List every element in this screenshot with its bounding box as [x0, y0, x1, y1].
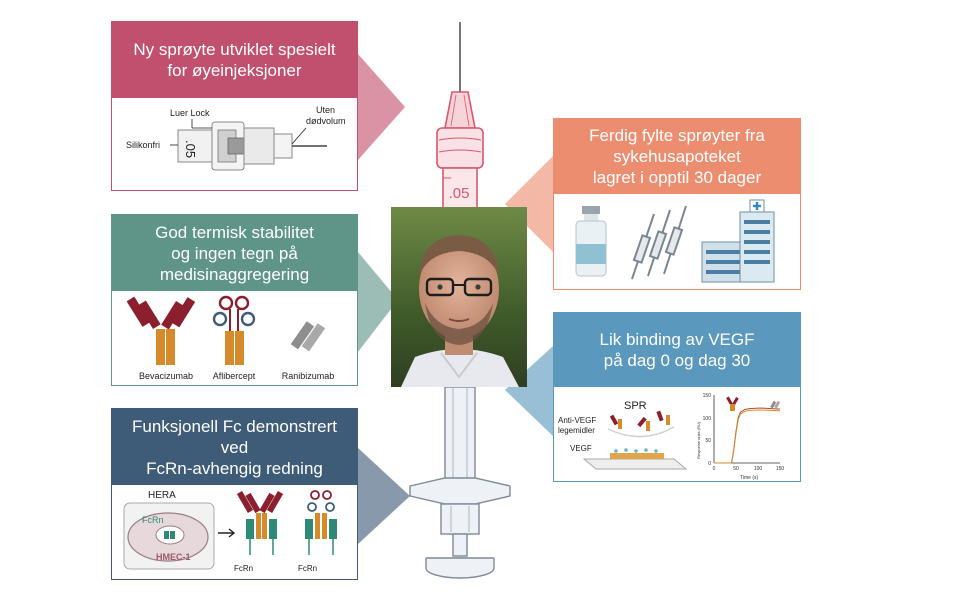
panel-title-line: Lik binding av VEGF [599, 330, 755, 349]
panel-title-line: for øyeinjeksjoner [167, 61, 302, 80]
drug-label: Bevacizumab [139, 371, 193, 381]
x-tick-label: 150 [776, 466, 785, 472]
hera-label: HERA [148, 490, 176, 501]
scale-label: .05 [183, 140, 198, 158]
drug-label: Ranibizumab [282, 371, 335, 381]
panel-title-line: Funksjonell Fc demonstrert ved [131, 416, 338, 457]
panel-title-line: medisinaggregering [159, 264, 310, 284]
panel-title-line: sykehusapoteket [613, 147, 741, 166]
panel-fc-header: Funksjonell Fc demonstrert ved FcRn-avhe… [112, 409, 357, 485]
fc-rescue-illustration: HERA FcRn HMEC-1 [123, 490, 337, 573]
plunger-thumb [452, 533, 468, 557]
arrow-panel4 [505, 346, 553, 436]
panel-stability: God termisk stabilitet og ingen tegn på … [111, 214, 358, 386]
drug-label: Aflibercept [213, 371, 256, 381]
portrait-illustration [391, 207, 527, 387]
panel-title-line: God termisk stabilitet [155, 222, 314, 242]
panel-title-line: og ingen tegn på [171, 243, 298, 263]
panel-binding-header: Lik binding av VEGF på dag 0 og dag 30 [554, 313, 800, 387]
syringe-detail-illustration: .05 Luer Lock Uten dødvolum Silikonfri [126, 105, 346, 171]
syringes-icon [631, 205, 687, 280]
anti-vegf-label: legemidler [558, 426, 595, 435]
arrow-panel5 [358, 448, 410, 544]
spr-label: SPR [624, 400, 647, 412]
panel-title-line: Ferdig fylte sprøyter fra [589, 126, 765, 145]
sensorgram-chart: Response units (RU) Time (s) 0 50 100 15… [696, 393, 784, 481]
prefilled-illustration [575, 199, 775, 283]
dead-volume-label: Uten [316, 105, 335, 115]
x-tick-label: 0 [713, 466, 716, 472]
panel-stability-header: God termisk stabilitet og ingen tegn på … [112, 215, 357, 291]
panel-fc: Funksjonell Fc demonstrert ved FcRn-avhe… [111, 408, 358, 580]
x-tick-label: 100 [754, 466, 763, 472]
aflibercept-fusion-protein-icon [212, 295, 256, 365]
y-tick-label: 150 [703, 393, 712, 399]
fusion-fcrn-complex-icon [305, 490, 337, 555]
y-axis-label: Response units (RU) [696, 421, 701, 459]
bevacizumab-antibody-icon [126, 296, 196, 365]
sensorgram-antibody-icon [726, 396, 781, 411]
syringe-barrel-top [442, 167, 478, 209]
luer-lock-label: Luer Lock [170, 108, 210, 118]
panel-title-line: Ny sprøyte utviklet spesielt [133, 40, 336, 59]
hmec-cell-icon [123, 502, 215, 570]
hospital-icon [701, 199, 775, 283]
x-tick-label: 50 [733, 466, 739, 472]
arrow-panel1 [358, 54, 405, 160]
arrow-panel3 [358, 252, 398, 352]
y-tick-label: 0 [708, 461, 711, 467]
plunger-rod [440, 503, 480, 535]
anti-vegf-label: Anti-VEGF [558, 416, 596, 425]
cell-label: HMEC-1 [156, 552, 191, 562]
fcrn-inner-label: FcRn [142, 515, 164, 525]
dead-volume-label: dødvolum [306, 116, 346, 126]
panel-title-line: FcRn-avhengig redning [146, 458, 323, 478]
panel-syringe-design: Ny sprøyte utviklet spesielt for øyeinje… [111, 21, 358, 191]
syringe-flange [409, 477, 511, 505]
arrow-panel2 [505, 156, 553, 252]
panel-title-line: lagret i opptil 30 dager [592, 168, 762, 187]
fcrn-label: FcRn [298, 564, 317, 573]
y-tick-label: 50 [705, 438, 711, 444]
x-axis-label: Time (s) [740, 475, 758, 481]
sensorgram-series-day0 [714, 407, 781, 464]
vegf-label: VEGF [570, 444, 592, 453]
ranibizumab-fragment-icon [290, 321, 326, 352]
vial-icon [575, 206, 607, 277]
panel-syringe-design-header: Ny sprøyte utviklet spesielt for øyeinje… [112, 22, 357, 98]
antibodies-illustration: Bevacizumab Aflibercept Ranibizumab [126, 295, 335, 381]
panel-binding: Lik binding av VEGF på dag 0 og dag 30 S… [553, 312, 801, 482]
fcrn-label: FcRn [234, 564, 253, 573]
silicone-free-label: Silikonfri [126, 140, 160, 150]
binding-illustration: SPR Anti-VEGF legemidler VEGF [558, 393, 784, 481]
spr-chip-icon [582, 448, 688, 470]
center-syringe: .05 [409, 22, 511, 579]
syringe-scale-label: .05 [449, 185, 470, 202]
panel-title-line: på dag 0 og dag 30 [603, 351, 751, 370]
panel-prefilled-header: Ferdig fylte sprøyter fra sykehusapoteke… [554, 119, 800, 194]
sensorgram-series-day30 [714, 409, 781, 464]
antibody-fcrn-complex-icon [236, 490, 284, 555]
panel-prefilled: Ferdig fylte sprøyter fra sykehusapoteke… [553, 118, 801, 290]
spr-antibodies-icon [607, 410, 675, 438]
portrait-photo [391, 207, 527, 387]
arrow-icon [218, 528, 236, 538]
y-tick-label: 100 [703, 416, 712, 422]
